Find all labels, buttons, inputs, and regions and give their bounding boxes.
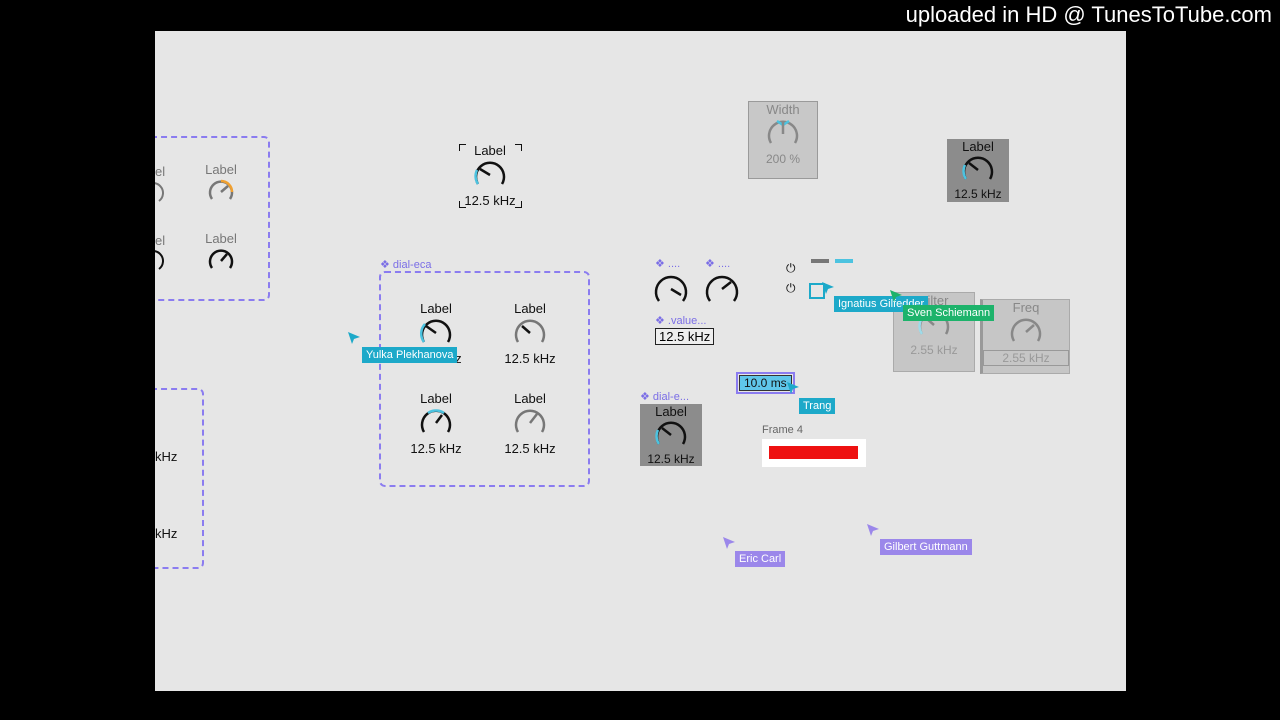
component-name: dial-eca [392,259,432,271]
cursor-arrow-icon [787,382,799,394]
knob-label: Label [420,391,452,406]
knob-label: Freq [1012,300,1040,315]
knob-label: Label [514,301,546,316]
selection-corner [515,201,522,208]
value-display[interactable]: 12.5 kHz [655,328,715,345]
left-partial-knob-1 [155,182,164,202]
left-knob-bottom[interactable]: Label [200,231,242,277]
knob-value: 12.5 kHz [504,441,556,456]
knob-label: Label [420,301,452,316]
component-label-dial-eca[interactable]: ❖ dial-eca [380,259,432,271]
freq-knob[interactable]: Freq 2.55 kHz [980,299,1070,374]
knob-value: 12.5 kHz [954,187,1002,201]
knob-label: Label [655,404,687,419]
left-lower-value-1: kHz [155,449,178,464]
knob-value: 12.5 kHz [410,441,462,456]
dial-eca-knob-4[interactable]: Label 12.5 kHz [499,391,561,456]
knob-value: 2.55 kHz [910,343,958,357]
cursor-arrow-icon [867,524,879,536]
knob-label: Width [766,102,800,117]
component-name: .value... [667,315,707,327]
cursor-arrow-icon [723,537,735,549]
small-dial-1[interactable] [653,271,689,305]
dial-icon [420,409,452,433]
power-toggle-1[interactable]: ⏻ [786,261,796,275]
small-dial-2[interactable] [704,271,740,305]
design-canvas[interactable]: el el Label Label kHz kHz Label 12.5 kHz… [155,31,1126,691]
left-partial-label-2: el [155,233,166,248]
collaborator-tag-eric: Eric Carl [735,551,786,567]
component-name: .... [717,258,731,270]
dial-icon [514,319,546,343]
dial-icon [419,319,452,343]
knob-value: 200 % [765,152,801,166]
left-lower-group[interactable] [155,388,204,569]
knob-value: 12.5 kHz [647,452,695,466]
cursor-arrow-icon [890,290,902,302]
cursor-arrow-icon [348,332,360,344]
knob-label: Label [205,162,237,177]
dial-icon [208,249,234,269]
time-field-value: 10.0 ms [739,375,792,391]
dial-icon [767,119,799,144]
dial-eca-frame[interactable] [379,271,590,487]
width-knob[interactable]: Width 200 % [748,101,818,179]
collaborator-tag-trang: Trang [799,398,836,414]
time-field[interactable]: 10.0 ms [736,372,795,394]
selection-corner [515,144,522,151]
left-dial-group[interactable] [155,136,270,301]
knob-value: 2.55 kHz [983,350,1069,366]
collaborator-tag-yulka: Yulka Plekhanova [362,347,458,363]
power-toggle-2[interactable]: ⏻ [786,281,796,295]
knob-label: Label [514,391,546,406]
frame-4-label: Frame 4 [762,424,803,436]
red-bar [769,446,858,459]
top-right-knob[interactable]: Label 12.5 kHz [947,139,1009,202]
mini-slider-cyan[interactable] [835,259,853,263]
component-label-b[interactable]: ❖ .... [705,258,731,270]
component-name: dial-e... [652,391,689,403]
dial-icon [962,156,994,180]
component-label-value[interactable]: ❖ .value... [655,315,707,327]
left-partial-label-1: el [155,164,166,179]
dial-icon [655,421,687,445]
collaborator-tag-sven: Sven Schiemann [903,305,995,321]
knob-label: Label [474,143,506,158]
component-label-dial-e[interactable]: ❖ dial-e... [640,391,689,403]
component-label-a[interactable]: ❖ .... [655,258,681,270]
knob-value: 12.5 kHz [464,193,516,208]
dial-e-box[interactable]: Label 12.5 kHz [640,404,702,466]
dial-eca-knob-3[interactable]: Label 12.5 kHz [405,391,467,456]
knob-label: Label [205,231,237,246]
selected-mini-widget[interactable] [809,283,825,299]
left-partial-knob-2 [155,250,164,270]
dial-icon [514,409,546,433]
left-lower-value-2: kHz [155,526,178,541]
top-knob[interactable]: Label 12.5 kHz [460,143,520,208]
left-knob-top[interactable]: Label [200,162,242,208]
dial-icon [208,179,234,200]
selection-corner [459,144,466,151]
selection-corner [459,201,466,208]
cursor-arrow-icon [822,282,834,294]
watermark-text: uploaded in HD @ TunesToTube.com [905,2,1272,27]
dial-eca-knob-2[interactable]: Label 12.5 kHz [499,301,561,366]
collaborator-tag-gilbert: Gilbert Guttmann [880,539,972,555]
frame-4[interactable] [762,439,866,467]
dial-icon [474,161,506,185]
knob-value: 12.5 kHz [504,351,556,366]
dial-icon [1010,318,1042,342]
mini-slider-gray[interactable] [811,259,829,263]
knob-label: Label [962,139,994,154]
component-name: .... [667,258,681,270]
